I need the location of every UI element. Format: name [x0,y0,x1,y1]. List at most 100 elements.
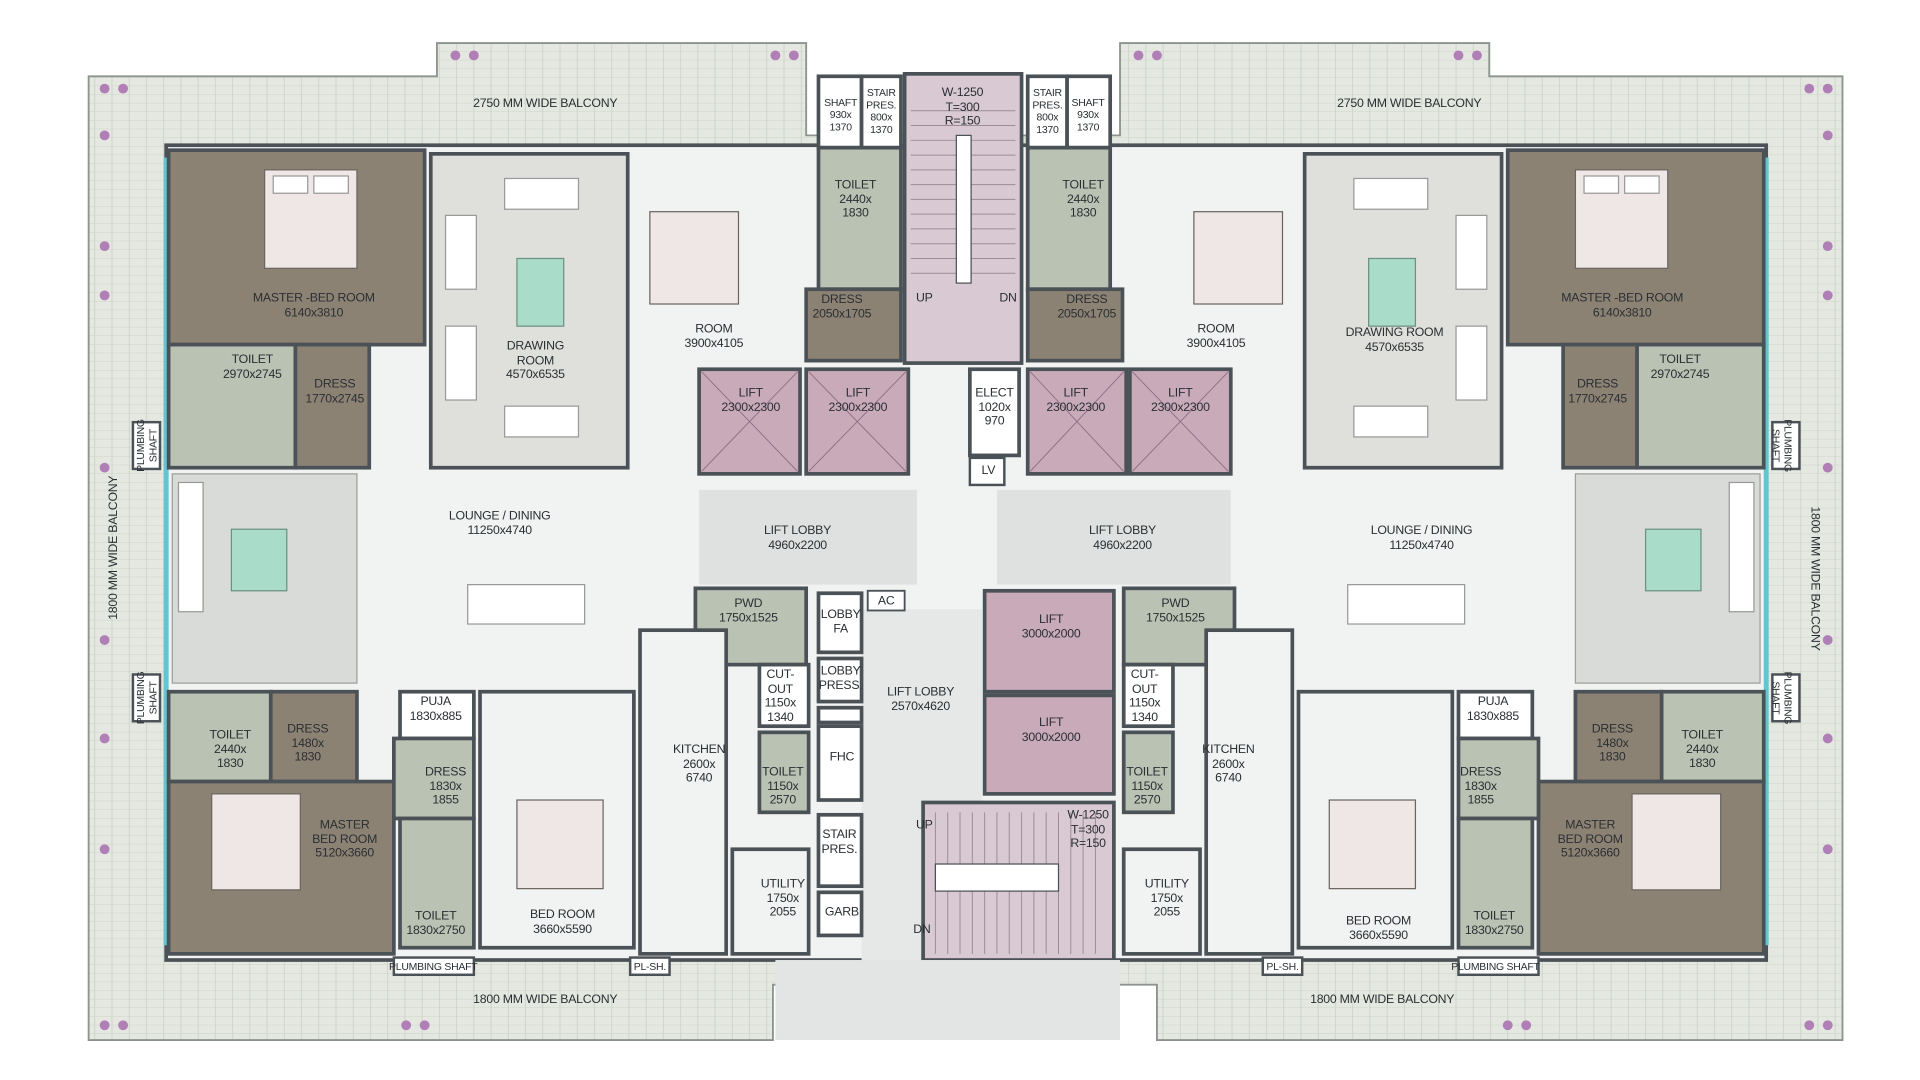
balcony-label-bottom-right: 1800 MM WIDE BALCONY [1310,993,1455,1007]
sofa [1353,405,1429,438]
service-shafts [816,589,906,938]
bed [1631,793,1722,891]
label-plumbing-shaft: PLUMBING SHAFT [134,671,159,725]
label-room: ROOM 3900x4105 [684,322,744,351]
elect-room [968,367,1021,458]
label-dress-small: DRESS 1480x 1830 [287,722,329,765]
label-utility: UTILITY 1750x 2055 [760,877,805,920]
label-toilet-3: TOILET 1150x 2570 [1126,765,1168,808]
label-toilet-3: TOILET 1150x 2570 [762,765,804,808]
label-toilet-top: TOILET 2440x 1830 [1062,178,1104,221]
left-unit-shapes [99,50,811,1031]
bed [1328,799,1417,890]
planters [99,50,799,1031]
central-core [693,72,1237,1041]
plumbing-shaft [131,673,162,723]
dining-table [1347,584,1466,625]
plumbing-shaft [1457,956,1540,977]
label-dress-2: DRESS 1830x 1855 [424,765,467,808]
label-dress-small: DRESS 1480x 1830 [1591,722,1633,765]
toilet-small [166,689,273,784]
label-ac: AC [877,594,895,609]
label-master-dress: DRESS 1770x2745 [305,377,365,406]
dress-top-right [1025,287,1125,363]
puja [1456,689,1535,741]
glass-edge [163,157,169,946]
bed [211,793,301,891]
label-toilet-2: TOILET 1830x2750 [406,909,466,938]
sofa [1353,177,1429,210]
lv-room [968,456,1006,487]
lifts-center [982,588,1116,796]
label-dress-top: DRESS 2050x1705 [812,292,872,321]
label-puja: PUJA 1830x885 [1466,695,1520,724]
plumbing-shaft [392,956,476,977]
label-toilet-top: TOILET 2440x 1830 [834,178,877,221]
shaft-right [1065,74,1113,150]
label-dress-2: DRESS 1830x 1855 [1460,765,1502,808]
label-master-bedroom: MASTER -BED ROOM 6140x3810 [1561,291,1684,320]
sofa [504,177,580,210]
label-master-bedroom-2: MASTER BED ROOM 5120x3660 [1557,818,1623,861]
label-lift: LIFT 3000x2000 [1021,612,1081,641]
glass-edge [1763,157,1769,946]
label-lift-lobby-left: LIFT LOBBY 4960x2200 [764,524,832,553]
label-lift: LIFT 2300x2300 [1046,386,1106,415]
plumbing-shaft [131,420,162,471]
label-elect: ELECT 1020x 970 [975,386,1014,429]
balcony-label-top-left: 2750 MM WIDE BALCONY [473,97,618,111]
kitchen [1204,628,1295,956]
label-drawing-room: DRAWING ROOM 4570x6535 [506,339,565,382]
label-puja: PUJA 1830x885 [409,695,462,724]
sofa [504,405,580,438]
label-shaft-right: SHAFT 930x 1370 [1071,96,1105,133]
dress-top-left [804,287,903,363]
label-lift: LIFT 3000x2000 [1021,716,1081,745]
entrance-walkway [775,960,1121,1041]
label-lift: LIFT 2300x2300 [1150,386,1210,415]
label-up: UP [916,291,933,306]
label-stair-pres-left: STAIR PRES. 800x 1370 [866,86,897,136]
kitchen [638,628,729,956]
coffee-table [1368,257,1417,327]
label-lobby-fa: LOBBY FA [820,608,861,636]
label-master-toilet: TOILET 2970x2745 [1650,353,1710,381]
utility [1121,847,1202,956]
label-lift: LIFT 2300x2300 [828,386,888,415]
toilet-2 [398,816,476,950]
label-garb: GARB [824,905,859,920]
label-master-bedroom: MASTER -BED ROOM 6140x3810 [252,291,375,320]
sofa [177,481,204,613]
dress-small [1573,689,1664,784]
label-toilet-2: TOILET 1830x2750 [1464,909,1524,938]
label-plumbing-shaft: PLUMBING SHAFT [134,419,159,472]
label-toilet-small: TOILET 2440x 1830 [209,728,251,771]
room-bed [1193,211,1284,305]
label-dn: DN [999,291,1017,306]
label-up: UP [916,818,933,833]
label-dress-top: DRESS 2050x1705 [1057,292,1117,321]
label-lift-lobby-center: LIFT LOBBY 2570x4620 [887,685,955,714]
balcony-label-top-right: 2750 MM WIDE BALCONY [1337,97,1482,111]
label-toilet-small: TOILET 2440x 1830 [1681,728,1724,771]
label-lv: LV [981,464,996,478]
label-shaft-left: SHAFT 930x 1370 [824,96,858,133]
master-toilet [166,342,298,470]
sofa [1728,481,1755,613]
label-cut-out: CUT- OUT 1150x 1340 [1128,668,1161,725]
room-bed [649,211,740,305]
dress-small [268,689,359,784]
label-bedroom: BED ROOM 3660x5590 [1345,914,1412,943]
label-lift-lobby-right: LIFT LOBBY 4960x2200 [1088,524,1157,553]
master-dress [1561,342,1639,470]
toilet-small [1659,689,1766,784]
pl-sh [628,956,671,977]
label-drawing-room: DRAWING ROOM 4570x6535 [1345,326,1444,354]
label-master-bedroom-2: MASTER BED ROOM 5120x3660 [312,818,378,861]
stair-pres-left [859,74,903,150]
dining-table [467,584,586,625]
label-plumbing-shaft-bottom: PLUMBING SHAFT [389,960,478,973]
toilet-3 [757,730,811,815]
label-fhc: FHC [829,750,855,765]
